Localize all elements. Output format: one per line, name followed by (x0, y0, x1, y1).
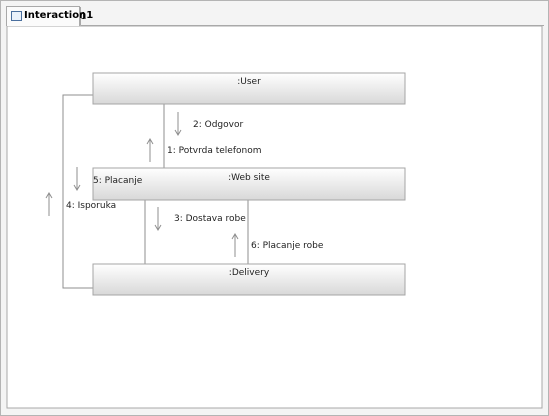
tab-title: Interaction1 (24, 10, 94, 21)
message-label-6[interactable]: 6: Placanje robe (251, 241, 324, 251)
lifeline-delivery-label: :Delivery (229, 268, 270, 278)
lifeline-delivery[interactable]: :Delivery (92, 263, 406, 296)
message-label-5[interactable]: 5: Placanje (93, 176, 143, 186)
arrow-up-icon (146, 138, 154, 162)
link-user-delivery[interactable] (62, 94, 93, 289)
arrow-down-icon (73, 167, 81, 191)
lifeline-user-label: :User (237, 77, 261, 87)
lifeline-website[interactable]: :Web site (92, 167, 406, 201)
lifeline-user[interactable]: :User (92, 72, 406, 105)
diagram-icon (11, 11, 22, 21)
arrow-up-icon (45, 192, 53, 216)
message-label-4[interactable]: 4: Isporuka (66, 201, 116, 211)
lifeline-website-label: :Web site (228, 173, 270, 183)
tab-interaction1-header[interactable]: Interaction1 (6, 6, 93, 26)
message-label-2[interactable]: 2: Odgovor (193, 120, 243, 130)
arrow-up-icon (231, 233, 239, 257)
arrow-down-icon (174, 112, 182, 136)
arrow-down-icon (154, 207, 162, 231)
message-label-3[interactable]: 3: Dostava robe (174, 214, 246, 224)
message-label-1[interactable]: 1: Potvrda telefonom (167, 146, 261, 156)
